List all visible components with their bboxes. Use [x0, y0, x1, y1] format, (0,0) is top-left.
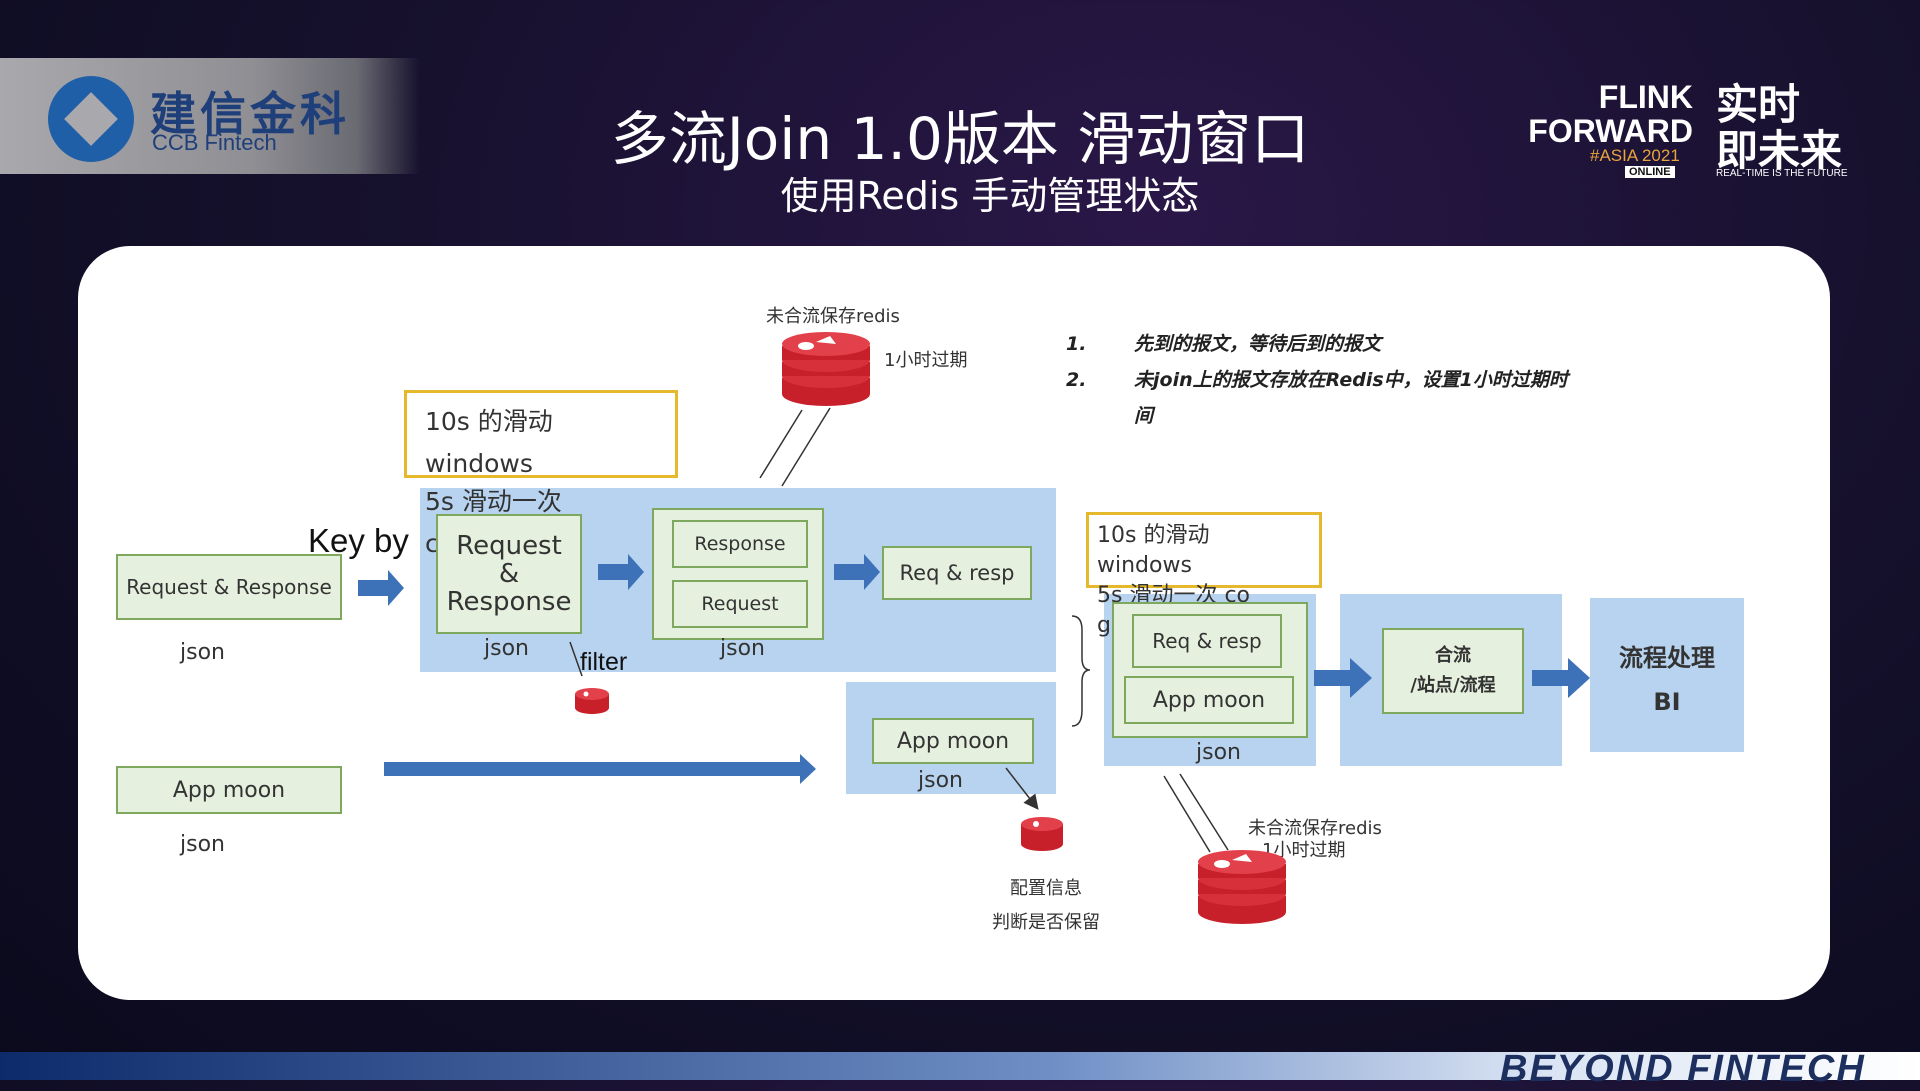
slogan-chinese: 实时 即未来	[1716, 82, 1842, 174]
box-merge: 合流 /站点/流程	[1382, 628, 1524, 714]
arrow-to-req-resp-1	[834, 554, 880, 590]
flink-forward-line2: FORWARD	[1528, 113, 1693, 149]
box-response: Response	[672, 520, 808, 568]
logo-chinese-name: 建信金科	[150, 87, 350, 141]
window1-line1: 10s 的滑动 windows	[425, 407, 553, 478]
arrow-to-split	[598, 554, 644, 590]
input-request-response: Request & Response	[116, 554, 342, 620]
brace	[1071, 615, 1091, 727]
slogan-english: REAL-TIME IS THE FUTURE	[1716, 168, 1848, 179]
slogan-line2: 即未来	[1716, 126, 1843, 175]
flink-forward-event: #ASIA 2021	[1590, 146, 1680, 165]
slide-subtitle: 使用Redis 手动管理状态	[780, 174, 1200, 218]
note-text-2: 未join上的报文存放在Redis中，设置1小时过期时	[1134, 369, 1568, 391]
box-app-moon-2: App moon	[1124, 676, 1294, 724]
slogan-line1: 实时	[1716, 80, 1801, 129]
box-app-moon-mid-format: json	[918, 768, 963, 793]
logo-english-name: CCB Fintech	[152, 130, 277, 155]
bi-line2: BI	[1653, 688, 1681, 716]
arrow-join-to-merge	[1314, 658, 1372, 698]
redis-bottom-expire: 1小时过期	[1262, 840, 1346, 861]
note-text-1: 先到的报文，等待后到的报文	[1134, 333, 1382, 355]
box-request-response: Request & Response	[436, 514, 582, 634]
arrow-app-moon-long	[384, 754, 816, 784]
box-request-response-format: json	[484, 636, 529, 661]
note-text-3: 间	[1134, 405, 1154, 427]
window2-line1: 10s 的滑动 windows	[1097, 523, 1210, 578]
bi-line1: 流程处理	[1619, 644, 1715, 672]
notes-list: 1. 先到的报文，等待后到的报文 2. 未join上的报文存放在Redis中，设…	[1066, 326, 1568, 434]
filter-connector	[569, 641, 583, 677]
merge-line2: /站点/流程	[1410, 675, 1496, 696]
note-item-2: 2. 未join上的报文存放在Redis中，设置1小时过期时	[1066, 362, 1568, 398]
filter-label: filter	[580, 648, 628, 676]
slide-title: 多流Join 1.0版本 滑动窗口	[610, 105, 1310, 173]
redis-bottom-connector-1	[1163, 775, 1211, 853]
flink-forward-logo: FLINK FORWARD	[1518, 80, 1693, 148]
merge-line1: 合流	[1435, 645, 1471, 666]
redis-top-connector-1	[759, 409, 803, 479]
arrow-input-to-keyby	[358, 570, 404, 606]
join-format: json	[1196, 740, 1241, 765]
split-format: json	[720, 636, 765, 661]
input-request-response-format: json	[180, 640, 225, 665]
keyby-label: Key by	[308, 522, 409, 559]
config-label-2: 判断是否保留	[992, 912, 1100, 933]
flink-forward-line1: FLINK	[1598, 79, 1693, 115]
note-number-2: 2.	[1066, 369, 1087, 391]
redis-icon-top	[782, 332, 870, 406]
box-app-moon-mid: App moon	[872, 718, 1034, 764]
bottom-strip	[0, 1052, 1920, 1080]
config-connector	[1005, 767, 1039, 810]
box-bi: 流程处理 BI	[1590, 636, 1744, 724]
redis-top-label: 未合流保存redis	[766, 306, 900, 327]
box-req-resp-2: Req & resp	[1132, 614, 1282, 668]
redis-icon-config	[1021, 817, 1063, 851]
config-label-1: 配置信息	[1010, 878, 1082, 899]
redis-bottom-connector-2	[1179, 773, 1229, 851]
arrow-merge-to-bi	[1532, 658, 1590, 698]
flink-forward-online-badge: ONLINE	[1625, 166, 1675, 178]
redis-icon-filter	[575, 688, 609, 714]
input-app-moon: App moon	[116, 766, 342, 814]
redis-top-connector-2	[781, 407, 831, 487]
box-request: Request	[672, 580, 808, 628]
box-req-resp-1: Req & resp	[882, 546, 1032, 600]
redis-icon-bottom	[1198, 850, 1286, 924]
input-app-moon-format: json	[180, 832, 225, 857]
note-item-1: 1. 先到的报文，等待后到的报文	[1066, 326, 1568, 362]
footer-brand: BEYOND FINTECH	[1500, 1048, 1866, 1090]
note-number-1: 1.	[1066, 333, 1087, 355]
note-item-3: 间	[1066, 398, 1568, 434]
bi-region	[1590, 598, 1744, 752]
redis-bottom-label: 未合流保存redis	[1248, 818, 1382, 839]
redis-top-expire: 1小时过期	[884, 350, 968, 371]
